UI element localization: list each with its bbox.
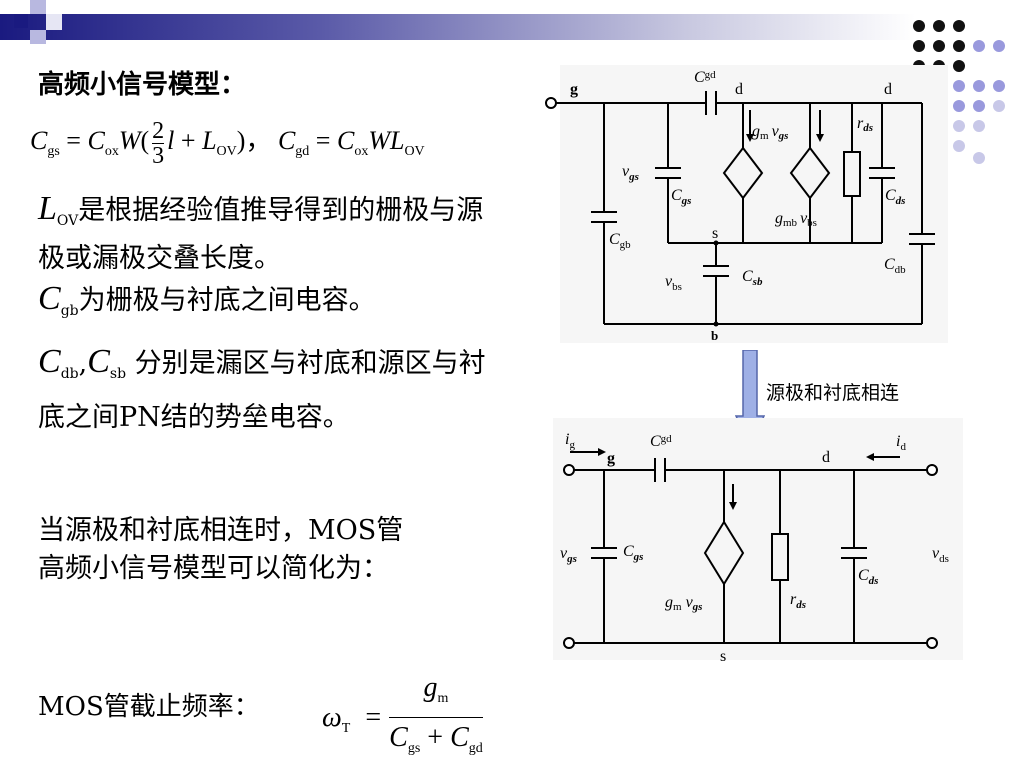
page-title: 高频小信号模型： [38,70,247,100]
svg-text:vgs: vgs [622,163,639,183]
svg-text:g: g [607,450,615,467]
svg-text:ig: ig [565,431,575,451]
cdb-csb-description: Cdb,Csb 分别是漏区与衬底和源区与衬底之间PN结的势垒电容。 [38,343,486,433]
svg-text:Cds: Cds [885,187,905,207]
svg-text:id: id [896,433,906,453]
svg-text:b: b [711,328,718,343]
svg-text:Cdb: Cdb [884,256,906,276]
arrow-caption: 源极和衬底相连 [766,382,900,404]
top-left-square-icon [14,14,28,28]
svg-text:g: g [570,81,578,98]
top-banner-gradient [0,14,915,40]
svg-text:Csb: Csb [742,268,763,288]
svg-text:rds: rds [857,115,873,134]
top-left-square-icon [30,30,46,44]
svg-text:Cgs: Cgs [671,187,691,207]
svg-text:vbs: vbs [665,273,682,293]
svg-text:Cgd: Cgd [650,433,672,450]
svg-text:Cgd: Cgd [694,69,716,86]
cutoff-frequency-label: MOS管截止频率： [38,692,260,722]
svg-text:rds: rds [790,591,806,611]
svg-text:Cds: Cds [858,567,878,587]
simplification-note: 当源极和衬底相连时，MOS管 高频小信号模型可以简化为： [38,515,404,584]
svg-text:vgs: vgs [560,545,577,565]
svg-text:Cgb: Cgb [609,231,631,251]
svg-text:d: d [884,81,892,98]
top-left-square-icon [30,0,46,14]
cgb-description: Cgb为栅极与衬底之间电容。 [38,280,376,319]
svg-text:Cgs: Cgs [623,543,643,563]
svg-text:s: s [720,648,726,665]
top-left-square-icon [46,14,62,30]
svg-text:d: d [735,81,743,98]
svg-text:d: d [822,449,830,466]
lov-description: LOV是根据经验值推导得到的栅极与源极或漏极交叠长度。 [38,190,484,274]
svg-text:vds: vds [932,545,949,565]
cutoff-frequency-formula: ωT = gm Cgs + Cgd [322,672,483,756]
svg-text:s: s [712,225,718,242]
